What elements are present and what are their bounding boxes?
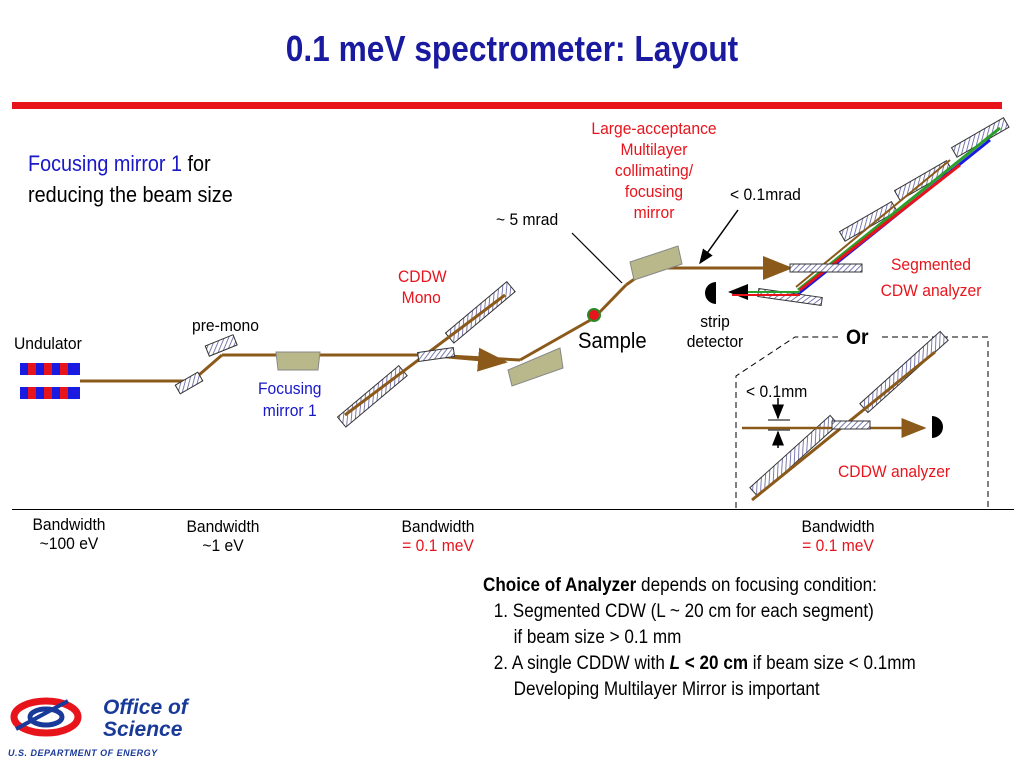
label-size: < 0.1mm	[746, 382, 808, 401]
label-cddw-mono: CDDW Mono	[398, 267, 447, 307]
segmented-analyzer	[728, 116, 1010, 306]
pre-mono-crystal-1	[174, 371, 204, 395]
label-sample: Sample	[578, 328, 647, 353]
inset-box	[735, 336, 989, 508]
doe-atom-icon	[10, 697, 82, 737]
angle-arrow	[699, 209, 739, 265]
cddw-mono-center-crystal	[417, 346, 456, 363]
focusing-note-highlight: Focusing mirror 1	[28, 151, 183, 176]
post-mono-mirror	[507, 347, 564, 387]
cddw-analyzer	[742, 330, 949, 502]
focusing-note-rest: for	[182, 151, 211, 176]
bandwidth-separator	[12, 509, 1014, 510]
multilayer-mirror	[629, 245, 683, 281]
bandwidth-2: Bandwidth ~1 eV	[186, 517, 260, 555]
focusing-note: Focusing mirror 1 for reducing the beam …	[28, 148, 233, 210]
label-multilayer-mirror: Large-acceptance Multilayer collimating/…	[591, 119, 717, 222]
pre-mono-crystal-2	[204, 334, 238, 357]
logo-department: U.S. DEPARTMENT OF ENERGY	[8, 748, 158, 758]
label-angle: < 0.1mrad	[730, 185, 801, 204]
bandwidth-3: Bandwidth = 0.1 meV	[401, 517, 475, 555]
undulator-icon	[20, 363, 80, 399]
label-five-mrad: ~ 5 mrad	[496, 210, 559, 229]
analyzer-choice: Choice of Analyzer depends on focusing c…	[483, 575, 916, 700]
label-undulator: Undulator	[14, 334, 82, 353]
focusing-note-line2: reducing the beam size	[28, 182, 233, 207]
five-mrad-pointer	[571, 232, 623, 284]
logo-line2: Science	[103, 718, 183, 741]
label-cddw-analyzer: CDDW analyzer	[838, 462, 951, 481]
sample-icon	[587, 308, 601, 322]
strip-detector-icon	[705, 282, 716, 304]
title-underline	[12, 102, 1002, 109]
office-of-science-logo: Office of Science	[8, 693, 218, 763]
label-pre-mono: pre-mono	[192, 316, 259, 335]
focusing-mirror-1	[275, 351, 321, 371]
logo-line1: Office of	[103, 696, 188, 719]
slide-title: 0.1 meV spectrometer: Layout	[285, 28, 739, 69]
label-or: Or	[846, 326, 869, 349]
label-focusing-mirror-1: Focusing mirror 1	[258, 379, 322, 420]
bandwidth-1: Bandwidth ~100 eV	[32, 515, 106, 553]
label-segmented-analyzer: Segmented CDW analyzer	[880, 255, 982, 300]
label-strip-detector: strip detector	[686, 312, 744, 351]
bandwidth-4: Bandwidth = 0.1 meV	[801, 517, 875, 555]
